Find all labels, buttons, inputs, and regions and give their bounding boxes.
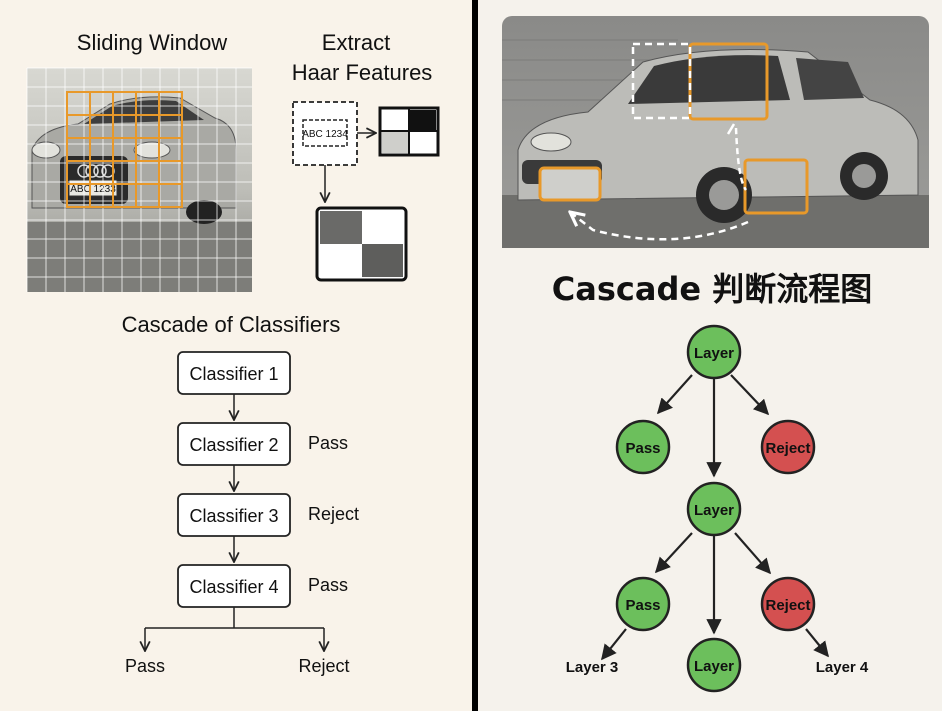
node-reject-2 [760, 576, 816, 632]
node-bottom-layer-label: Layer [694, 658, 734, 675]
flowchart-title: Cascade 判断流程图 [552, 270, 872, 308]
final-pass-label: Pass [125, 656, 165, 676]
classifier-3-side-label: Reject [308, 504, 359, 524]
extract-title-line2: Haar Features [292, 60, 433, 85]
left-diagram: Sliding Window Extract Haar Features [26, 30, 440, 676]
haar-extraction: ABC 1234 [292, 101, 440, 282]
car-photo-grid: ABC 1233 [26, 67, 252, 292]
grid-lines [26, 67, 252, 292]
tree-nodes: Layer Pass Reject Layer Pass Reject Laye… [566, 324, 869, 693]
node-reject-1-label: Reject [765, 440, 810, 457]
classifier-4-side-label: Pass [308, 575, 348, 595]
classifier-1-label: Classifier 1 [189, 364, 278, 384]
dashed-path-1 [734, 127, 748, 191]
door-highlight-box [743, 158, 809, 215]
car-photo [502, 16, 929, 248]
classifier-4-label: Classifier 4 [189, 577, 278, 597]
photo-plate-text: ABC 1233 [70, 184, 116, 195]
classifier-2-side-label: Pass [308, 433, 348, 453]
node-mid-layer-label: Layer [694, 502, 734, 519]
dashed-search-box [631, 42, 692, 120]
node-reject-2-label: Reject [765, 597, 810, 614]
node-reject-1 [760, 419, 816, 475]
sliding-window-title: Sliding Window [77, 30, 228, 55]
node-top-layer [686, 324, 742, 380]
plate-highlight-box [538, 166, 602, 202]
haar-feature-small [378, 106, 440, 157]
node-pass-1-label: Pass [625, 440, 660, 457]
right-panel: Cascade 判断流程图 Layer Pass Reject [478, 0, 942, 711]
cascade-title: Cascade of Classifiers [122, 312, 341, 337]
panel-divider [472, 0, 478, 711]
tree-edges [601, 374, 829, 661]
dashed-path-head [726, 123, 736, 135]
final-reject-label: Reject [298, 656, 349, 676]
node-pass-2 [615, 576, 671, 632]
window-highlight-box [688, 42, 769, 121]
sliding-window-highlight [66, 91, 183, 208]
node-mid-layer [686, 481, 742, 537]
leaf-label-layer-4: Layer 4 [816, 659, 869, 676]
node-top-layer-label: Layer [694, 345, 734, 362]
classifier-chain: Classifier 1 Classifier 2 Classifier 3 C… [125, 351, 359, 676]
right-diagram: Cascade 判断流程图 Layer Pass Reject [502, 16, 929, 693]
extract-title-line1: Extract [322, 30, 390, 55]
leaf-label-layer-3: Layer 3 [566, 659, 619, 676]
plate-text: ABC 1234 [302, 129, 348, 140]
left-panel: Sliding Window Extract Haar Features [0, 0, 472, 711]
haar-feature-large [315, 206, 408, 282]
node-pass-2-label: Pass [625, 597, 660, 614]
node-bottom-layer [686, 637, 742, 693]
node-pass-1 [615, 419, 671, 475]
classifier-2-label: Classifier 2 [189, 435, 278, 455]
classifier-3-label: Classifier 3 [189, 506, 278, 526]
dashed-return-arrow [570, 212, 749, 241]
